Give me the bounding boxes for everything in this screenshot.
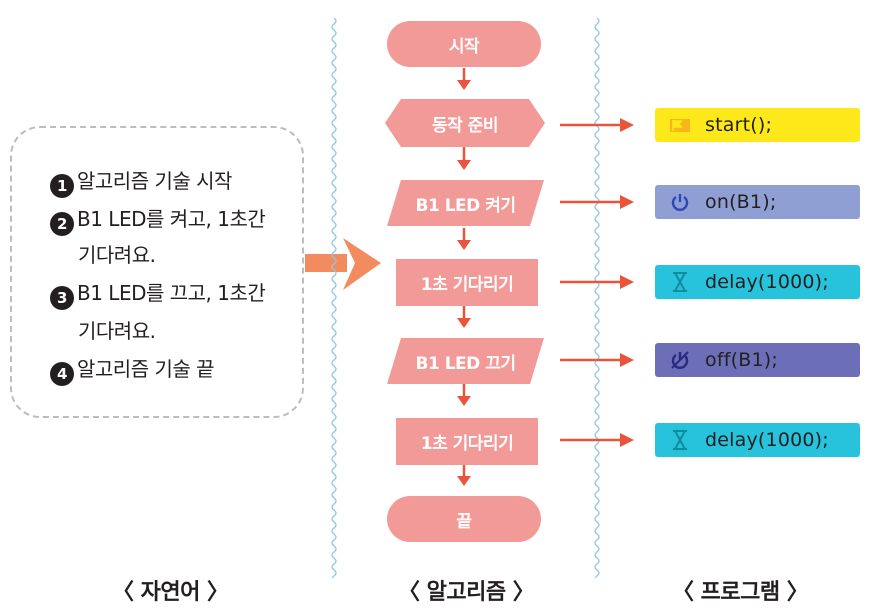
program-connector-arrows bbox=[560, 118, 634, 447]
code-text: delay(1000); bbox=[705, 271, 829, 293]
code-line-on: on(B1); bbox=[655, 185, 860, 219]
caption-algorithm: 〈 알고리즘 〉 bbox=[398, 580, 535, 605]
step-number-badge: 2 bbox=[50, 212, 74, 236]
flow-prep-label: 동작 준비 bbox=[432, 115, 498, 136]
code-text: start(); bbox=[705, 114, 773, 136]
step-text: 기다려요. bbox=[78, 243, 156, 267]
flow-wait-2-process: 1초 기다리기 bbox=[396, 418, 538, 465]
code-line-delay-2: delay(1000); bbox=[655, 423, 860, 457]
flag-icon bbox=[669, 114, 691, 136]
step-text: 알고리즘 기술 끝 bbox=[77, 357, 215, 381]
code-line-start: start(); bbox=[655, 108, 860, 142]
flow-wait-1-process: 1초 기다리기 bbox=[396, 259, 538, 306]
flow-led-on-label: B1 LED 켜기 bbox=[415, 195, 516, 216]
code-text: delay(1000); bbox=[705, 429, 829, 451]
flow-prep-label-wrap: 동작 준비 bbox=[385, 99, 545, 147]
step-number-badge: 3 bbox=[50, 286, 74, 310]
step-text: B1 LED를 끄고, 1초간 bbox=[77, 281, 266, 305]
step-text: B1 LED를 켜고, 1초간 bbox=[77, 207, 266, 231]
code-line-off: off(B1); bbox=[655, 343, 860, 377]
step-2-cont: 기다려요. bbox=[78, 239, 156, 268]
power-off-icon bbox=[669, 349, 691, 371]
flow-led-on-parallelogram bbox=[387, 180, 544, 226]
flow-led-off-parallelogram bbox=[387, 338, 544, 384]
hourglass-icon bbox=[669, 429, 691, 451]
wavy-divider-right bbox=[594, 18, 600, 578]
step-text: 알고리즘 기술 시작 bbox=[77, 169, 232, 193]
step-number-badge: 4 bbox=[50, 362, 74, 386]
flow-end-terminator: 끝 bbox=[387, 496, 541, 542]
flow-end-label: 끝 bbox=[456, 511, 472, 532]
flow-wait-1-label: 1초 기다리기 bbox=[420, 275, 514, 295]
step-text: 기다려요. bbox=[78, 319, 156, 343]
flow-start-label: 시작 bbox=[448, 36, 480, 57]
flowchart-arrows bbox=[457, 68, 471, 486]
hourglass-icon bbox=[669, 271, 691, 293]
caption-program: 〈 프로그램 〉 bbox=[672, 580, 809, 605]
flow-wait-2-label: 1초 기다리기 bbox=[420, 434, 514, 454]
flow-start-terminator: 시작 bbox=[387, 21, 541, 67]
caption-natural-language: 〈 자연어 〉 bbox=[112, 580, 229, 605]
power-icon bbox=[669, 191, 691, 213]
flow-led-off-label: B1 LED 끄기 bbox=[415, 353, 516, 374]
code-line-delay-1: delay(1000); bbox=[655, 265, 860, 299]
flow-led-on-label-wrap: B1 LED 켜기 bbox=[387, 180, 544, 226]
code-text: on(B1); bbox=[705, 191, 777, 213]
code-text: off(B1); bbox=[705, 349, 778, 371]
flow-prep-hexagon bbox=[385, 99, 545, 147]
step-number-badge: 1 bbox=[50, 174, 74, 198]
big-right-arrow bbox=[305, 238, 381, 290]
step-3-cont: 기다려요. bbox=[78, 315, 156, 344]
wavy-divider-left bbox=[331, 18, 337, 578]
flow-led-off-label-wrap: B1 LED 끄기 bbox=[387, 338, 544, 384]
